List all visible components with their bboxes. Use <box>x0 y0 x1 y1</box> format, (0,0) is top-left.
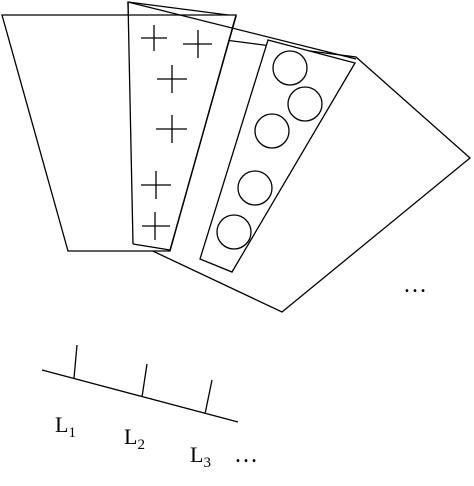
plus-sign <box>142 212 170 240</box>
ruler-tick-1 <box>73 344 78 379</box>
panel-plus-edge-left <box>127 1 134 245</box>
circle <box>272 50 308 86</box>
circle <box>287 86 323 122</box>
label-l1: L1 <box>55 412 76 441</box>
ruler-tick-2 <box>141 363 148 398</box>
plus-sign <box>183 30 212 58</box>
panel-left <box>1 14 237 252</box>
plus-sign <box>141 25 167 51</box>
ellipsis-right: … <box>403 272 429 298</box>
plus-sign <box>157 65 187 93</box>
circles <box>216 50 323 250</box>
circle <box>254 113 290 149</box>
label-l3: L3 <box>190 442 211 471</box>
label-l2: L2 <box>124 424 145 453</box>
panel-plus-edge-bottom <box>132 243 171 251</box>
panel-plus-edge-right <box>169 15 237 251</box>
panel-plus-edge-top <box>127 1 357 60</box>
ellipsis-labels: … <box>234 442 260 468</box>
circle <box>216 214 252 250</box>
plus-sign <box>156 115 187 143</box>
plus-signs <box>141 25 212 240</box>
circle <box>237 170 273 206</box>
ruler-tick-3 <box>204 379 213 415</box>
plus-sign <box>141 171 171 199</box>
